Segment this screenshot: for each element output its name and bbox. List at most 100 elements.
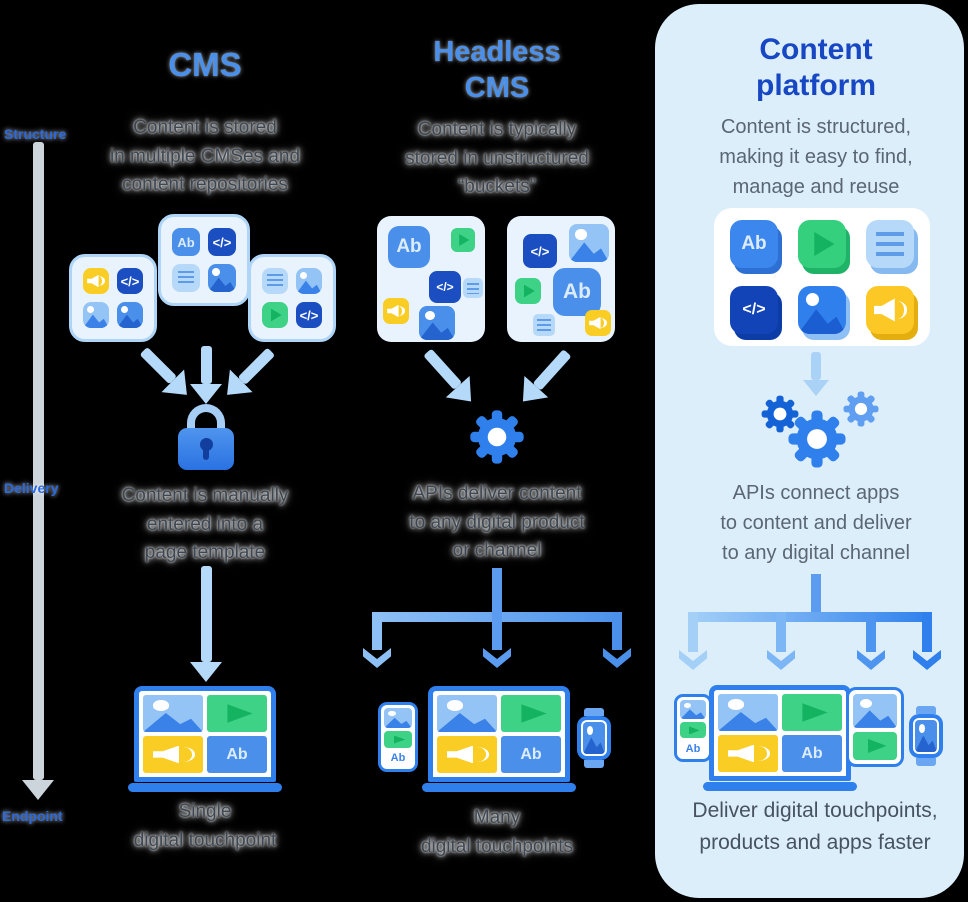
headless-bucket-left: Ab </> xyxy=(377,216,485,342)
arrowhead-icon xyxy=(603,648,631,668)
image-icon xyxy=(208,264,236,292)
laptop-base xyxy=(422,783,576,792)
video-icon xyxy=(207,695,267,732)
text-content-icon: Ab xyxy=(501,736,561,773)
headless-delivery-text: APIs deliver content to any digital prod… xyxy=(409,483,585,561)
branch-stem xyxy=(492,568,502,616)
arrowhead-icon xyxy=(767,650,795,670)
platform-delivery-text: APIs connect apps to content and deliver… xyxy=(720,482,912,564)
branch-drop-middle xyxy=(492,612,502,650)
headless-endpoint-text: Many digital touchpoints xyxy=(420,807,574,857)
branch-drop-left xyxy=(372,612,382,650)
watch-body xyxy=(909,714,943,758)
branch-stem xyxy=(811,574,821,616)
cms-box-right: </> xyxy=(248,254,336,342)
code-icon: </> xyxy=(429,271,461,303)
image-icon xyxy=(680,700,706,720)
audio-icon xyxy=(585,310,611,336)
watch-strap xyxy=(916,758,936,766)
arrowhead-icon xyxy=(363,648,391,668)
branch-drop-3 xyxy=(866,612,876,652)
platform-endpoint-text: Deliver digital touchpoints, products an… xyxy=(692,799,938,854)
audio-icon xyxy=(83,268,109,294)
headless-title: Headless CMS xyxy=(433,36,561,105)
phone-device: Ab xyxy=(674,694,712,762)
watch-device xyxy=(577,708,611,768)
article-icon xyxy=(463,278,483,298)
rail-arrow-stem xyxy=(32,142,44,780)
code-icon: </> xyxy=(730,286,778,334)
laptop-device: Ab xyxy=(703,685,857,791)
rail-label-endpoint: Endpoint xyxy=(2,808,63,824)
tablet-device xyxy=(846,687,904,767)
cms-endpoint-text: Single digital touchpoint xyxy=(133,801,277,851)
branch-drop-4 xyxy=(922,612,932,652)
article-icon xyxy=(533,314,555,336)
rail-label-structure: Structure xyxy=(4,126,67,142)
image-icon xyxy=(83,302,109,328)
branch-bar xyxy=(688,612,932,622)
code-icon: </> xyxy=(523,234,557,268)
phone-device: Ab xyxy=(378,702,418,772)
image-icon xyxy=(853,694,897,728)
cms-box-left: </> xyxy=(69,254,157,342)
video-icon xyxy=(515,278,541,304)
audio-icon xyxy=(718,735,778,772)
image-icon xyxy=(583,722,605,754)
code-icon: </> xyxy=(117,268,143,294)
video-icon xyxy=(798,220,846,268)
image-icon xyxy=(798,286,846,334)
audio-icon xyxy=(866,286,914,334)
arrowhead-icon xyxy=(857,650,885,670)
branch-drop-right xyxy=(612,612,622,650)
cms-box-middle: Ab </> xyxy=(158,214,250,306)
text-content-icon: Ab xyxy=(172,228,200,256)
watch-body xyxy=(577,716,611,760)
cms-structure-text: Content is stored in multiple CMSes and … xyxy=(109,117,301,195)
api-gear-icon xyxy=(786,408,848,470)
video-icon xyxy=(262,302,288,328)
headless-structure-text: Content is typically stored in unstructu… xyxy=(405,119,589,197)
converge-arrow-middle xyxy=(189,346,223,404)
article-icon xyxy=(866,220,914,268)
text-content-icon: Ab xyxy=(782,735,842,772)
video-icon xyxy=(384,731,412,748)
video-icon xyxy=(853,731,897,760)
audio-icon xyxy=(383,298,409,324)
lock-shackle xyxy=(187,404,225,430)
platform-content-box: Ab </> xyxy=(714,208,930,346)
video-icon xyxy=(501,695,561,732)
watch-strap xyxy=(916,706,936,714)
code-icon: </> xyxy=(208,228,236,256)
converge-arrow-right xyxy=(215,339,283,407)
lock-icon xyxy=(178,404,234,470)
rail-arrow-head xyxy=(22,780,54,800)
laptop-screen: Ab xyxy=(428,686,570,782)
arrowhead-icon xyxy=(483,648,511,668)
lock-keystem xyxy=(203,449,209,460)
image-icon xyxy=(117,302,143,328)
laptop-base xyxy=(128,783,282,792)
branch-drop-1 xyxy=(688,612,698,652)
platform-structure-text: Content is structured, making it easy to… xyxy=(719,116,913,198)
lock-body xyxy=(178,428,234,470)
lock-keyhole xyxy=(199,438,213,451)
image-icon xyxy=(143,695,203,732)
laptop-screen: Ab xyxy=(709,685,851,781)
cms-title: CMS xyxy=(168,46,242,83)
cms-delivery-text: Content is manually entered into a page … xyxy=(121,485,289,563)
text-content-icon: Ab xyxy=(730,220,778,268)
api-gear-icon xyxy=(468,408,526,466)
article-icon xyxy=(262,268,288,294)
code-icon: </> xyxy=(296,302,322,328)
audio-icon xyxy=(437,736,497,773)
rail-label-delivery: Delivery xyxy=(4,480,59,496)
image-icon xyxy=(718,694,778,731)
laptop-base xyxy=(703,782,857,791)
image-icon xyxy=(419,306,455,340)
platform-branch-arrows xyxy=(679,574,941,674)
headless-bucket-right: </> Ab xyxy=(507,216,615,342)
converge-arrow-left xyxy=(414,341,483,413)
image-icon xyxy=(437,695,497,732)
video-icon xyxy=(782,694,842,731)
